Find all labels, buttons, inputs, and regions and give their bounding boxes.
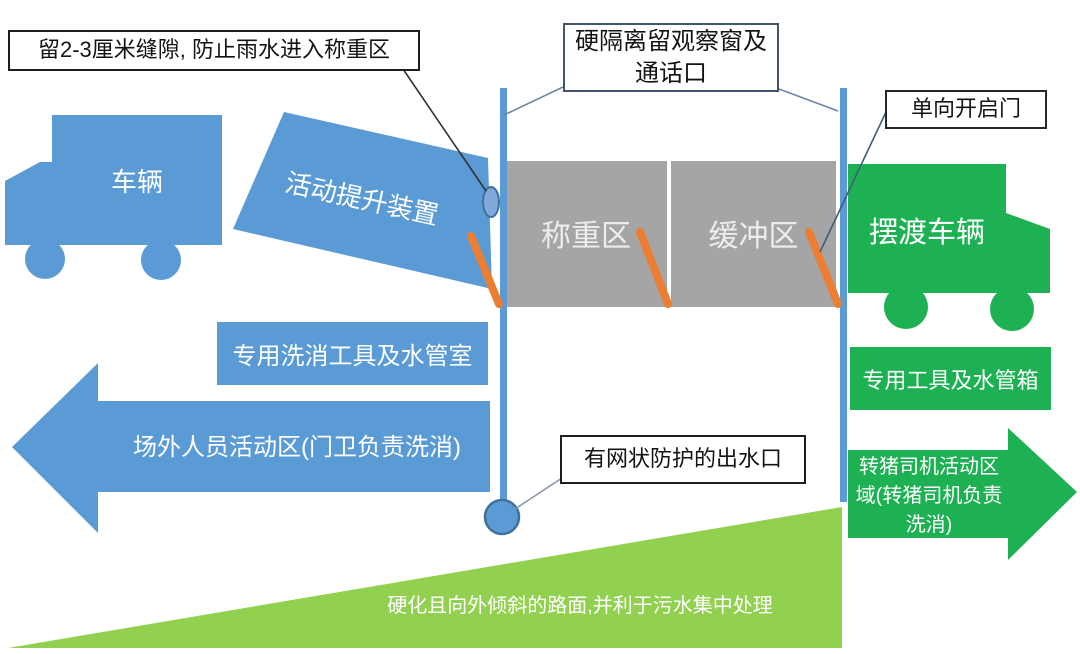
wash-room-label: 专用洗消工具及水管室	[232, 343, 473, 370]
lift-device-shape	[233, 112, 492, 289]
water-outlet-callout: 有网状防护的出水口	[560, 435, 806, 484]
outside-truck-wheel-rear	[141, 240, 181, 280]
outside-truck-body	[5, 115, 222, 245]
left-barrier-line	[500, 88, 507, 502]
tool-box-box: 专用工具及水管箱	[850, 347, 1051, 410]
lift-door-mark	[467, 232, 503, 308]
wash-room-box: 专用洗消工具及水管室	[217, 322, 488, 385]
isolation-note-line2: 通话口	[635, 59, 707, 87]
gap-note-connector	[402, 68, 487, 192]
one-way-door-mark	[805, 228, 842, 308]
ferry-truck-body	[848, 164, 1006, 293]
tool-box-label: 专用工具及水管箱	[862, 367, 1039, 393]
driver-area-arrow	[848, 428, 1077, 560]
ferry-truck-wheel-front	[884, 285, 928, 329]
gap-note-callout: 留2-3厘米缝隙, 防止雨水进入称重区	[8, 30, 420, 71]
water-outlet-circle	[483, 498, 521, 536]
water-outlet-text: 有网状防护的出水口	[583, 446, 782, 472]
one-way-door-connector	[819, 111, 887, 253]
isolation-connector-left	[503, 86, 564, 116]
water-outlet-connector	[514, 477, 563, 510]
middle-door-mark	[636, 228, 672, 308]
isolation-note-line1: 硬隔离留观察窗及	[575, 28, 767, 56]
drainage-ramp-triangle	[8, 507, 842, 648]
right-barrier-line	[840, 88, 847, 502]
gap-note-text: 留2-3厘米缝隙, 防止雨水进入称重区	[37, 37, 391, 63]
gap-ellipse	[482, 186, 500, 218]
personnel-area-arrow	[12, 363, 490, 533]
one-way-door-callout: 单向开启门	[885, 90, 1047, 129]
ferry-truck-wheel-rear	[990, 287, 1034, 331]
isolation-connector-right	[778, 88, 839, 112]
one-way-door-text: 单向开启门	[910, 96, 1021, 122]
ferry-truck-cab	[1006, 213, 1050, 293]
isolation-note-callout: 硬隔离留观察窗及 通话口	[563, 23, 779, 92]
outside-truck-wheel-front	[25, 239, 65, 279]
